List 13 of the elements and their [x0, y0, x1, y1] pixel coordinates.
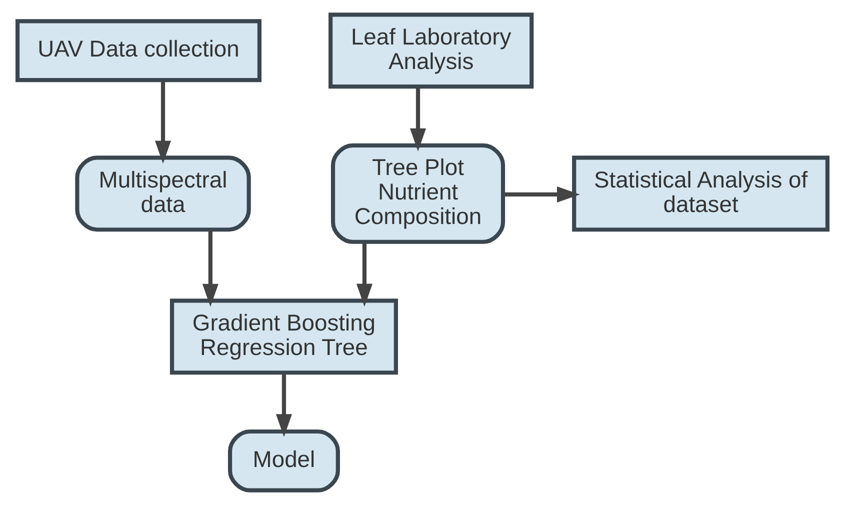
arrow: [275, 373, 292, 438]
node-box: Multispectral data: [74, 156, 250, 232]
node-box: Gradient Boosting Regression Tree: [169, 298, 398, 375]
node-box: Model: [227, 429, 340, 492]
arrow: [154, 80, 171, 164]
arrow: [202, 230, 218, 307]
arrow: [356, 242, 372, 307]
node-box: Statistical Analysis of dataset: [572, 156, 829, 232]
arrow: [503, 186, 580, 202]
node-box: Leaf Laboratory Analysis: [328, 12, 534, 89]
node-box: UAV Data collection: [15, 19, 261, 82]
node-box: Tree Plot Nutrient Composition: [330, 143, 505, 244]
arrow: [409, 86, 426, 152]
